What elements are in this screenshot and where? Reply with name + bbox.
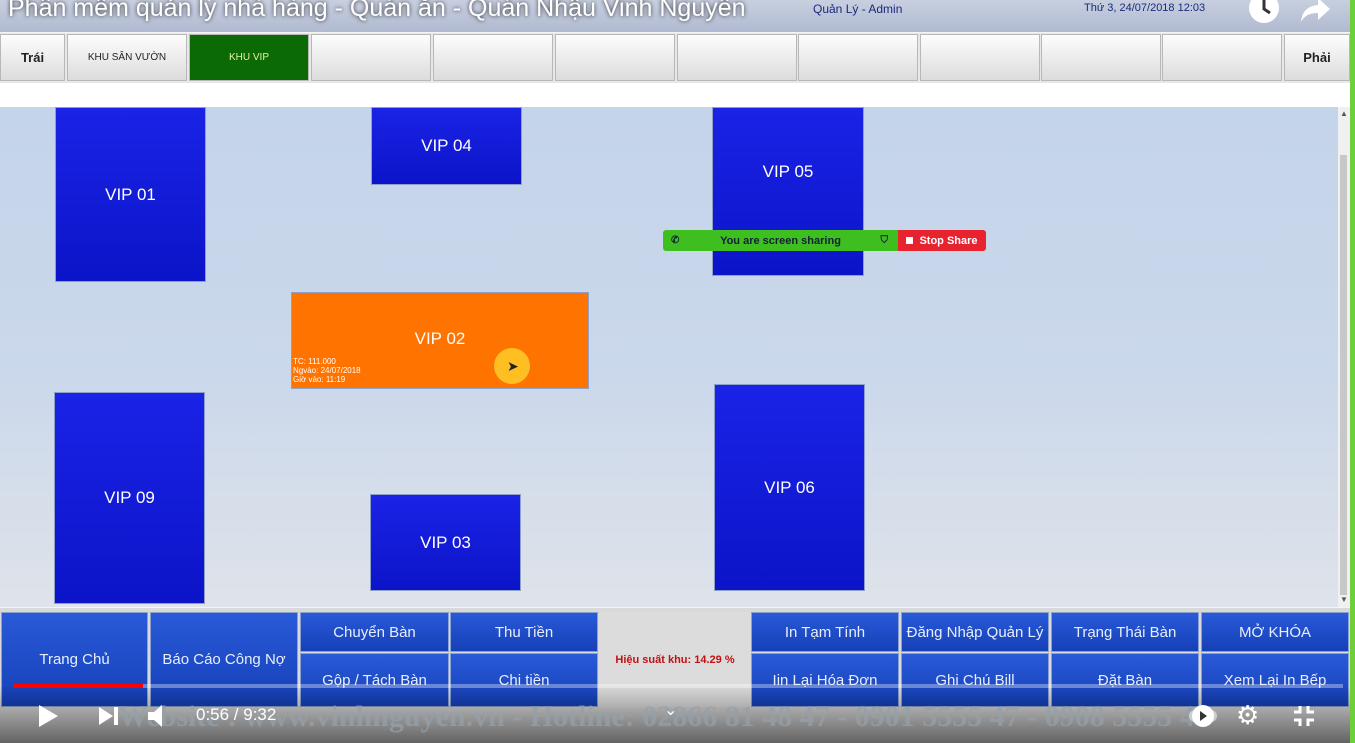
tab-khu-vip[interactable]: KHU VIP (189, 34, 309, 81)
tab-empty[interactable] (677, 34, 797, 81)
next-icon[interactable] (97, 705, 121, 727)
title-bar: Quản Lý - Admin Thứ 3, 24/07/2018 12:03 (0, 0, 1350, 32)
scrollbar-thumb[interactable] (1340, 155, 1347, 595)
floor-plan: VIP 01 VIP 04 VIP 05 VIP 02 TC: 111.000 … (0, 107, 1338, 607)
thu-tien-button[interactable]: Thu Tiền (450, 612, 598, 652)
table-vip-02[interactable]: VIP 02 TC: 111.000 Ngvào: 24/07/2018 Giờ… (291, 292, 589, 389)
table-vip-04[interactable]: VIP 04 (371, 107, 522, 185)
table-vip-06[interactable]: VIP 06 (714, 384, 865, 591)
volume-icon[interactable] (146, 703, 174, 729)
shield-icon: ⛉ (880, 235, 889, 246)
table-time-in: Giờ vào: 11:19 (293, 375, 346, 384)
stop-share-button[interactable]: Stop Share (898, 230, 986, 251)
window-edge (1350, 0, 1355, 743)
table-label: VIP 03 (420, 532, 471, 552)
video-time: 0:56 / 9:32 (196, 705, 277, 724)
dang-nhap-quan-ly-button[interactable]: Đăng Nhập Quản Lý (901, 612, 1049, 652)
datetime-label: Thứ 3, 24/07/2018 12:03 (1084, 2, 1206, 14)
video-controls (0, 685, 1350, 743)
play-icon[interactable] (36, 703, 60, 729)
table-label: VIP 09 (104, 488, 155, 507)
table-label: VIP 06 (764, 477, 815, 497)
table-vip-03[interactable]: VIP 03 (370, 494, 521, 591)
area-tabs: Trái KHU SÂN VƯỜN KHU VIP Phải (0, 33, 1350, 83)
scroll-down-icon[interactable]: ▼ (1340, 595, 1348, 604)
tab-empty[interactable] (433, 34, 553, 81)
tab-right-button[interactable]: Phải (1284, 34, 1350, 81)
video-title[interactable]: Phần mềm quản lý nhà hàng - Quán ăn - Qu… (8, 0, 746, 22)
floor-scrollbar[interactable]: ▲ ▼ (1338, 107, 1350, 607)
table-total: TC: 111.000 (293, 357, 336, 366)
table-vip-09[interactable]: VIP 09 (54, 392, 205, 604)
table-vip-01[interactable]: VIP 01 (55, 107, 206, 282)
tab-strip-spacer (0, 83, 1350, 107)
settings-gear-icon[interactable]: ⚙ (1236, 700, 1260, 730)
screen-share-text: You are screen sharing (720, 234, 841, 247)
mouse-cursor-icon: ➤ (507, 358, 519, 374)
table-label: VIP 02 (414, 328, 466, 348)
tab-empty[interactable] (798, 34, 918, 81)
trang-thai-ban-button[interactable]: Trạng Thái Bàn (1051, 612, 1199, 652)
stop-icon (906, 237, 914, 244)
tab-khu-san-vuon[interactable]: KHU SÂN VƯỜN (67, 34, 187, 81)
chuyen-ban-button[interactable]: Chuyển Bàn (300, 612, 449, 652)
user-label: Quản Lý - Admin (813, 2, 903, 16)
tab-left-button[interactable]: Trái (0, 34, 65, 81)
mo-khoa-button[interactable]: MỞ KHÓA (1201, 612, 1349, 652)
table-label: VIP 04 (421, 136, 472, 155)
table-occupancy-info: TC: 111.000 Ngvào: 24/07/2018 Giờ vào: 1… (293, 357, 361, 384)
video-progress-bar[interactable] (13, 684, 1343, 688)
table-date-in: Ngvào: 24/07/2018 (293, 366, 361, 375)
stop-share-label: Stop Share (919, 234, 978, 247)
screen-share-bar: ✆ You are screen sharing ⛉ Stop Share (663, 230, 986, 251)
tab-empty[interactable] (1162, 34, 1282, 81)
tab-empty[interactable] (555, 34, 675, 81)
in-tam-tinh-button[interactable]: In Tạm Tính (751, 612, 899, 652)
watermark-text: Website : www.vinhnguyen.vn - Hotline: 0… (118, 700, 1210, 733)
phone-icon: ✆ (671, 235, 680, 246)
scroll-up-icon[interactable]: ▲ (1340, 109, 1348, 118)
screen-share-message: ✆ You are screen sharing ⛉ (663, 230, 898, 251)
autoplay-toggle-icon[interactable] (1188, 704, 1218, 728)
exit-fullscreen-icon[interactable] (1292, 704, 1316, 728)
tab-empty[interactable] (1041, 34, 1161, 81)
table-label: VIP 01 (105, 184, 156, 204)
share-icon[interactable] (1298, 0, 1334, 28)
watch-later-icon[interactable] (1246, 0, 1282, 28)
video-progress-played (13, 684, 144, 688)
table-label: VIP 05 (762, 161, 814, 181)
chevron-down-icon[interactable]: ⌄ (664, 702, 678, 719)
tab-empty[interactable] (311, 34, 431, 81)
tab-empty[interactable] (920, 34, 1040, 81)
cursor-highlight (494, 348, 530, 384)
